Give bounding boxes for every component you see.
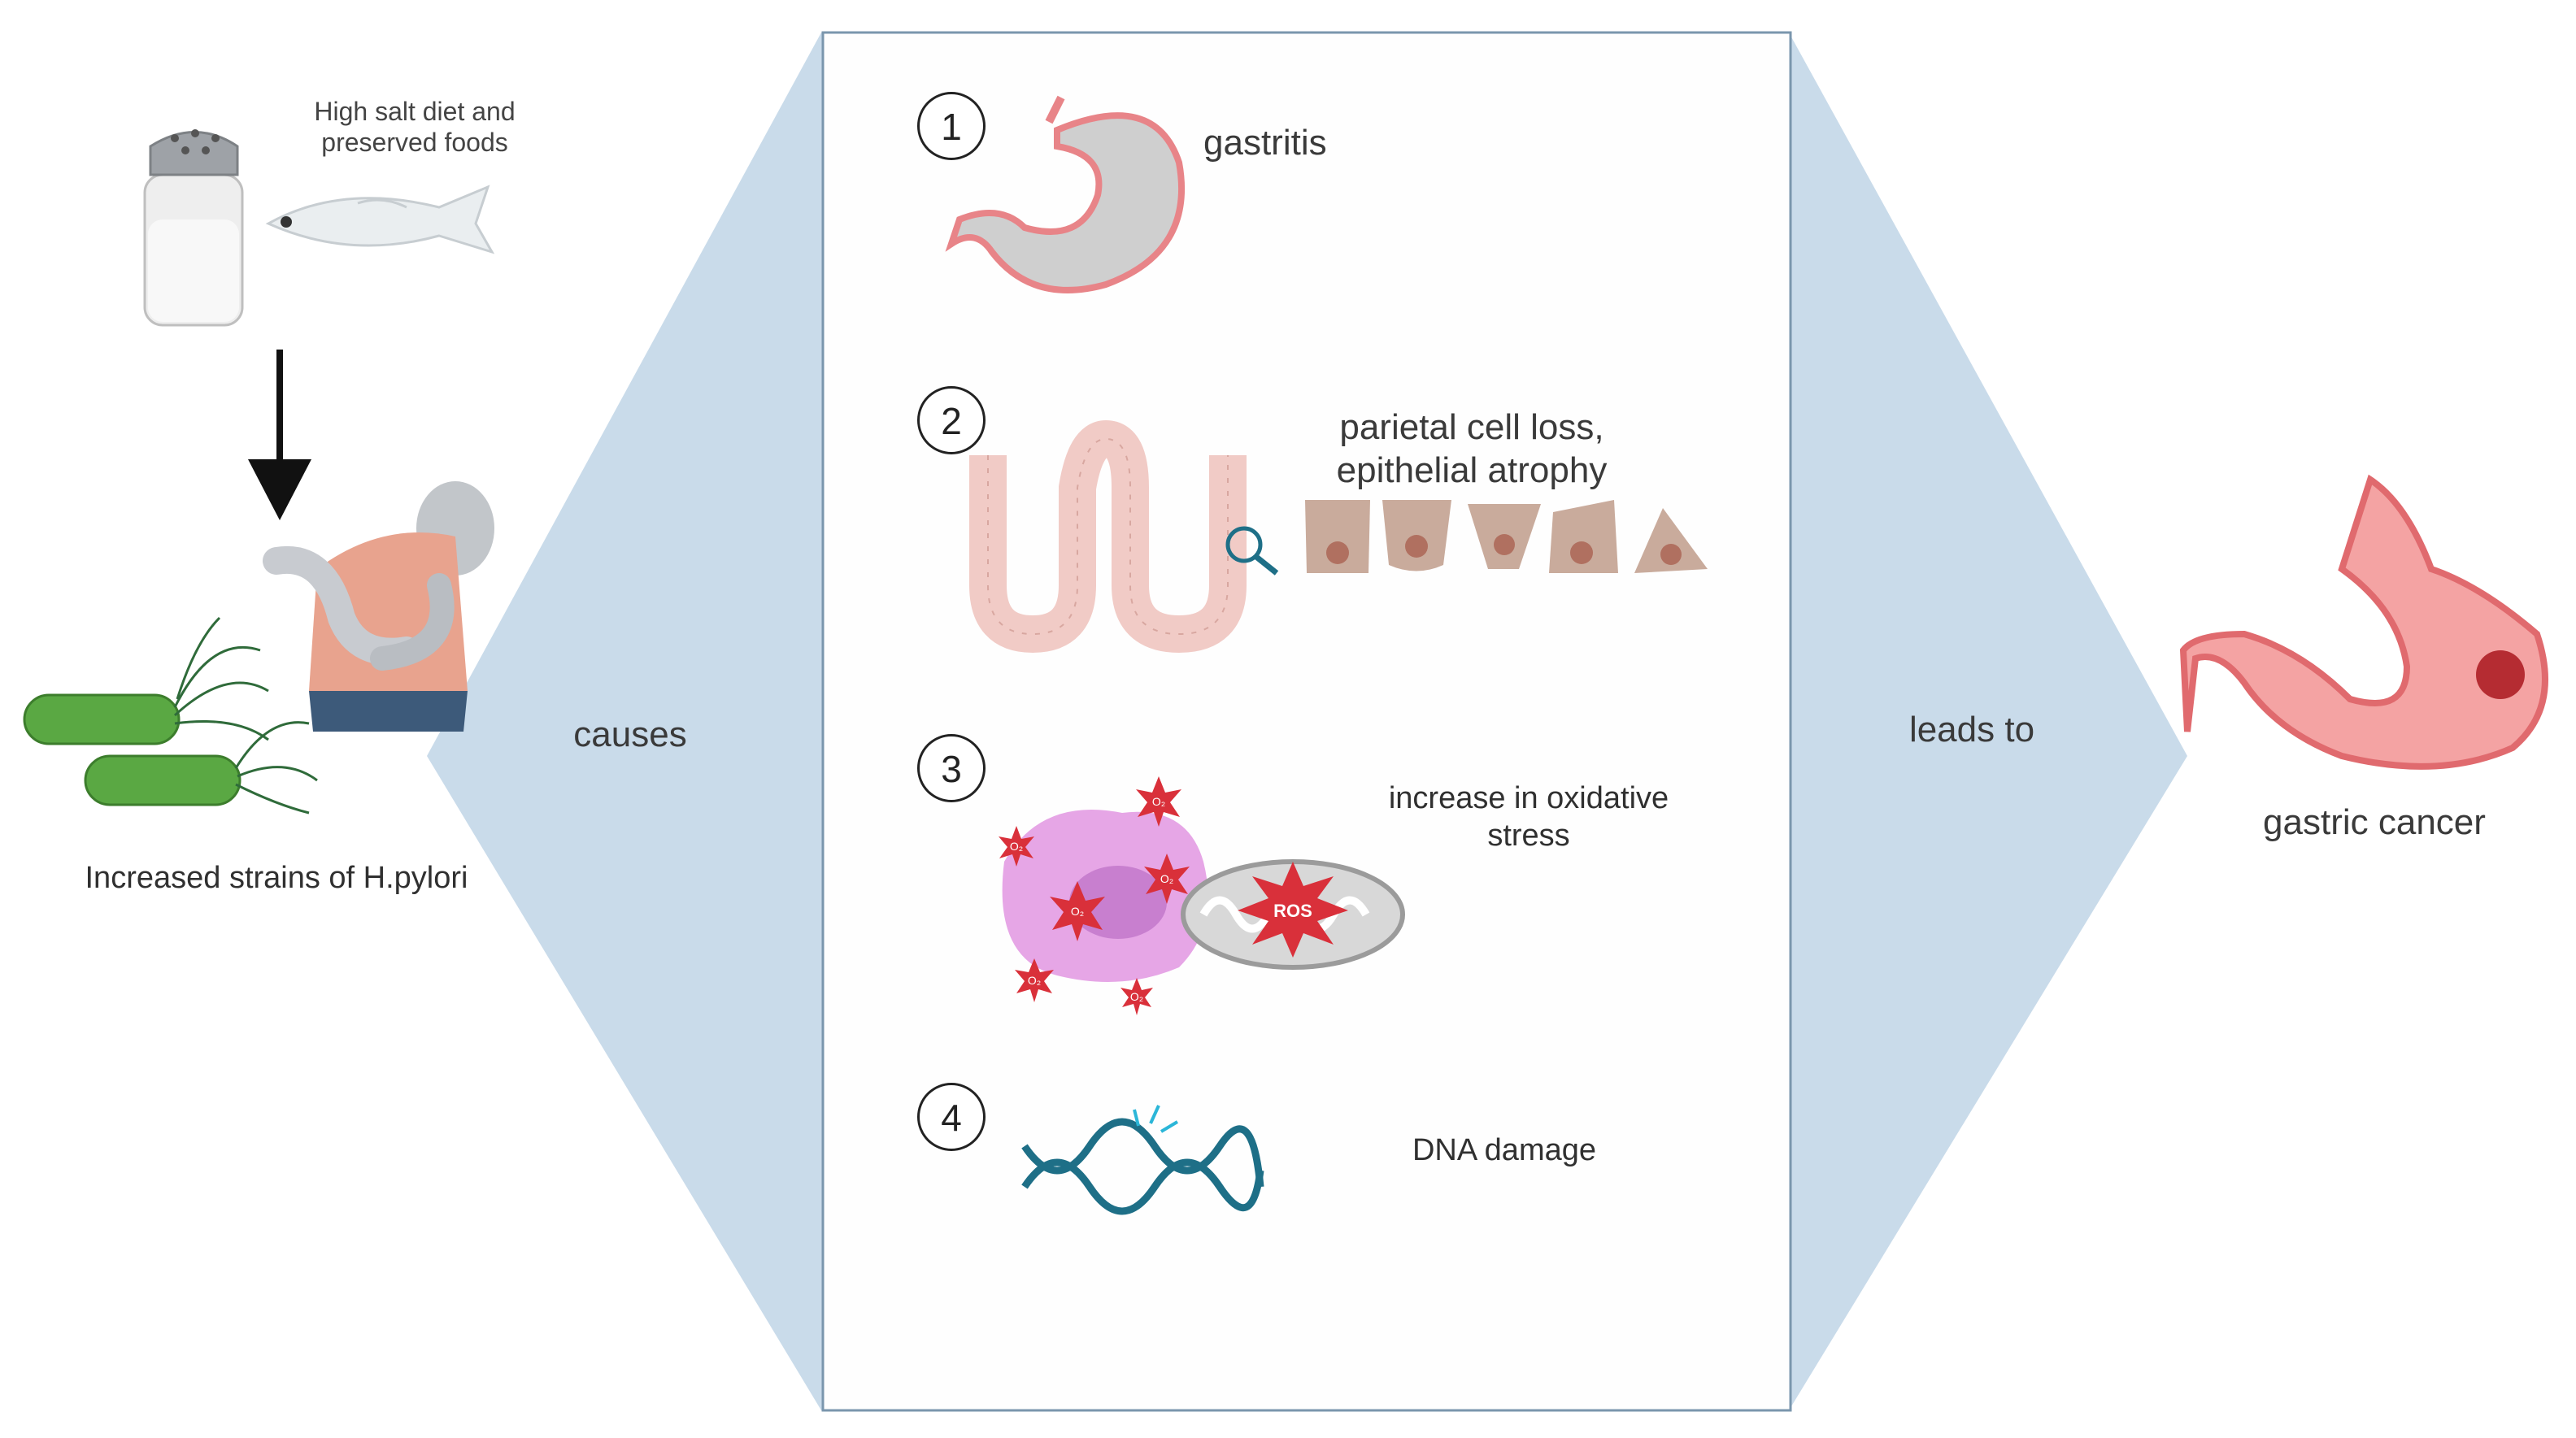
hpylori-bacteria-icon	[23, 616, 318, 815]
step-1-label: gastritis	[1203, 123, 1327, 163]
diet-label: High salt diet and preserved foods	[285, 96, 545, 159]
macrophage-icon	[1002, 810, 1208, 982]
o2-radical-text-6: O₂	[1130, 990, 1143, 1003]
step-3-label: increase in oxidative stress	[1350, 780, 1708, 854]
ros-star-icon: ROS	[1238, 862, 1348, 958]
step-3-label-line1: increase in oxidative	[1388, 781, 1669, 815]
step-4-number: 4	[917, 1083, 986, 1151]
step-2-label-line2: epithelial atrophy	[1336, 450, 1608, 490]
o2-radical-text-1: O₂	[1152, 795, 1165, 808]
causes-label: causes	[573, 715, 687, 754]
person-stomach-ache-icon	[263, 481, 494, 732]
oxygen-radical-stars: O₂ O₂ O₂ O₂ O₂ O₂	[999, 776, 1190, 1015]
o2-radical-text-3: O₂	[1160, 872, 1173, 885]
leads-to-label: leads to	[1908, 710, 2035, 749]
gastric-cancer-stomach-icon	[2179, 474, 2548, 770]
gastritis-stomach-icon	[945, 95, 1186, 293]
step-2-label: parietal cell loss, epithelial atrophy	[1289, 406, 1655, 493]
hpylori-label: Increased strains of H.pylori	[85, 861, 468, 895]
fish-icon	[265, 185, 495, 254]
parietal-cells-icon	[1305, 500, 1708, 573]
gastric-cancer-label: gastric cancer	[2263, 802, 2486, 842]
step-4-label: DNA damage	[1412, 1133, 1596, 1167]
o2-radical-text-4: O₂	[1071, 905, 1084, 918]
diet-label-line2: preserved foods	[321, 128, 508, 158]
o2-radical-text-2: O₂	[1010, 840, 1023, 853]
villi-epithelium-icon	[969, 419, 1247, 654]
diet-label-line1: High salt diet and	[314, 97, 516, 126]
o2-radical-text-5: O₂	[1028, 974, 1041, 987]
ros-text: ROS	[1273, 901, 1312, 921]
salt-shaker-icon	[143, 129, 244, 327]
dna-helix-icon	[1021, 1105, 1264, 1215]
step-2-number: 2	[917, 386, 986, 454]
magnifier-icon	[1225, 526, 1279, 576]
center-panel	[821, 31, 1792, 1412]
step-3-number: 3	[917, 734, 986, 802]
step-3-label-line2: stress	[1487, 818, 1570, 853]
down-arrow-icon	[248, 350, 311, 520]
step-1-number: 1	[917, 92, 986, 160]
step-2-label-line1: parietal cell loss,	[1339, 407, 1604, 447]
